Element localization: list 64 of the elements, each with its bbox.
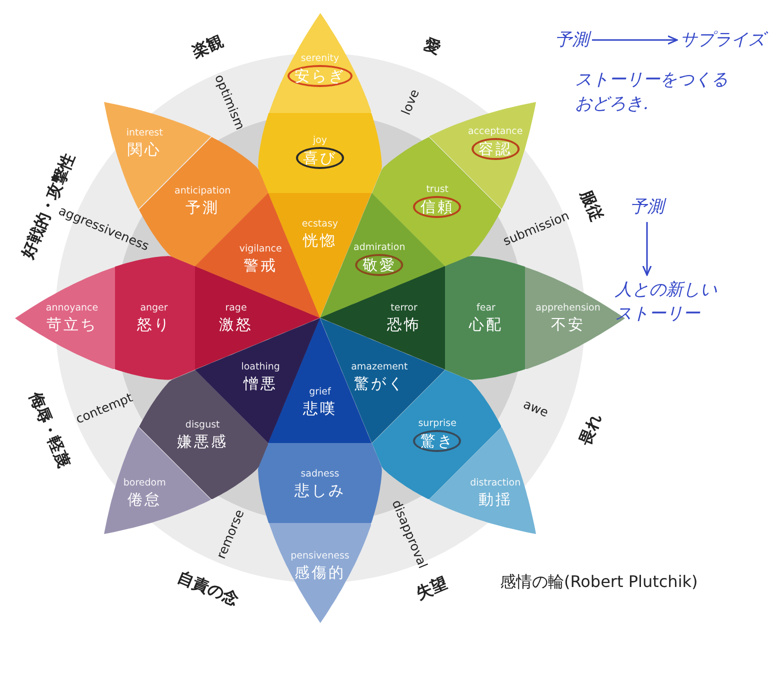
- dyad-label: 失望: [413, 572, 451, 604]
- emotion-label: grief: [308, 386, 332, 398]
- emotion-label: 動揺: [478, 490, 512, 509]
- dyad-label: 愛: [420, 34, 444, 60]
- emotion-label: 驚がく: [354, 374, 405, 393]
- emotion-label: loathing: [241, 362, 280, 374]
- dyad-label: 服従: [576, 187, 606, 225]
- arrow: [592, 35, 678, 45]
- emotion-label: 関心: [128, 140, 162, 158]
- emotion-label: 嫌悪感: [177, 432, 228, 451]
- circled-emotion-label: 信頼: [413, 196, 462, 218]
- emotion-label: terror: [390, 302, 418, 314]
- emotion-label: 感傷的: [294, 564, 346, 582]
- emotion-label: serenity: [300, 53, 340, 65]
- handwritten-note: 人との新しいストーリー: [615, 278, 726, 326]
- emotion-label: acceptance: [468, 126, 523, 138]
- emotion-label: joy: [312, 135, 328, 147]
- emotion-label: 恐怖: [387, 315, 421, 334]
- emotion-label: ecstasy: [302, 218, 338, 230]
- emotion-label: apprehension: [536, 302, 600, 314]
- emotion-label: pensiveness: [290, 550, 350, 562]
- emotion-label: amazement: [351, 362, 408, 374]
- handwritten-note: ストーリーをつくるおどろき.: [575, 69, 729, 116]
- dyad-label: 畏れ: [574, 411, 606, 449]
- emotion-label: vigilance: [239, 243, 282, 256]
- emotion-label: trust: [425, 184, 450, 196]
- dyad-label: love: [398, 86, 422, 117]
- emotion-label: 心配: [469, 315, 503, 334]
- emotion-label: fear: [476, 302, 496, 314]
- circled-emotion-label: 喜び: [296, 147, 344, 169]
- emotion-label: 苛立ち: [46, 315, 98, 334]
- circled-emotion-label: 敬愛: [355, 254, 404, 276]
- emotion-label: surprise: [417, 418, 458, 430]
- emotion-label: 激怒: [219, 315, 253, 334]
- emotion-label: boredom: [123, 478, 166, 490]
- handwritten-note: 予測: [555, 28, 589, 52]
- dyad-label: 楽観: [189, 31, 227, 64]
- emotion-label: disgust: [184, 420, 221, 432]
- emotion-label: annoyance: [46, 302, 98, 314]
- emotion-label: rage: [224, 302, 248, 314]
- emotion-label: sadness: [300, 468, 340, 480]
- emotion-label: 憎悪: [244, 374, 278, 393]
- emotion-label: 悲しみ: [294, 482, 346, 500]
- dyad-label: 自責の念: [174, 566, 242, 611]
- emotion-label: 倦怠: [128, 490, 162, 509]
- caption: 感情の輪(Robert Plutchik): [500, 572, 698, 593]
- emotion-label: 不安: [551, 315, 585, 334]
- emotion-label: interest: [126, 127, 163, 140]
- circled-emotion-label: 驚き: [413, 430, 462, 452]
- dyad-label: awe: [522, 396, 551, 420]
- circled-emotion-label: 安らぎ: [287, 65, 352, 87]
- emotion-label: anticipation: [174, 185, 231, 198]
- emotion-label: 予測: [186, 198, 220, 216]
- dyad-label: 侮辱・軽蔑: [25, 389, 74, 472]
- emotion-label: 悲嘆: [302, 400, 337, 418]
- emotion-label: 警戒: [244, 256, 278, 274]
- emotion-label: distraction: [470, 478, 521, 490]
- handwritten-note: 予測: [630, 195, 664, 219]
- circled-emotion-label: 容認: [471, 138, 520, 160]
- arrow: [642, 222, 652, 276]
- emotion-label: 怒り: [137, 315, 171, 334]
- emotion-label: anger: [139, 302, 169, 314]
- emotion-label: 恍惚: [302, 232, 337, 250]
- emotion-label: admiration: [354, 242, 406, 254]
